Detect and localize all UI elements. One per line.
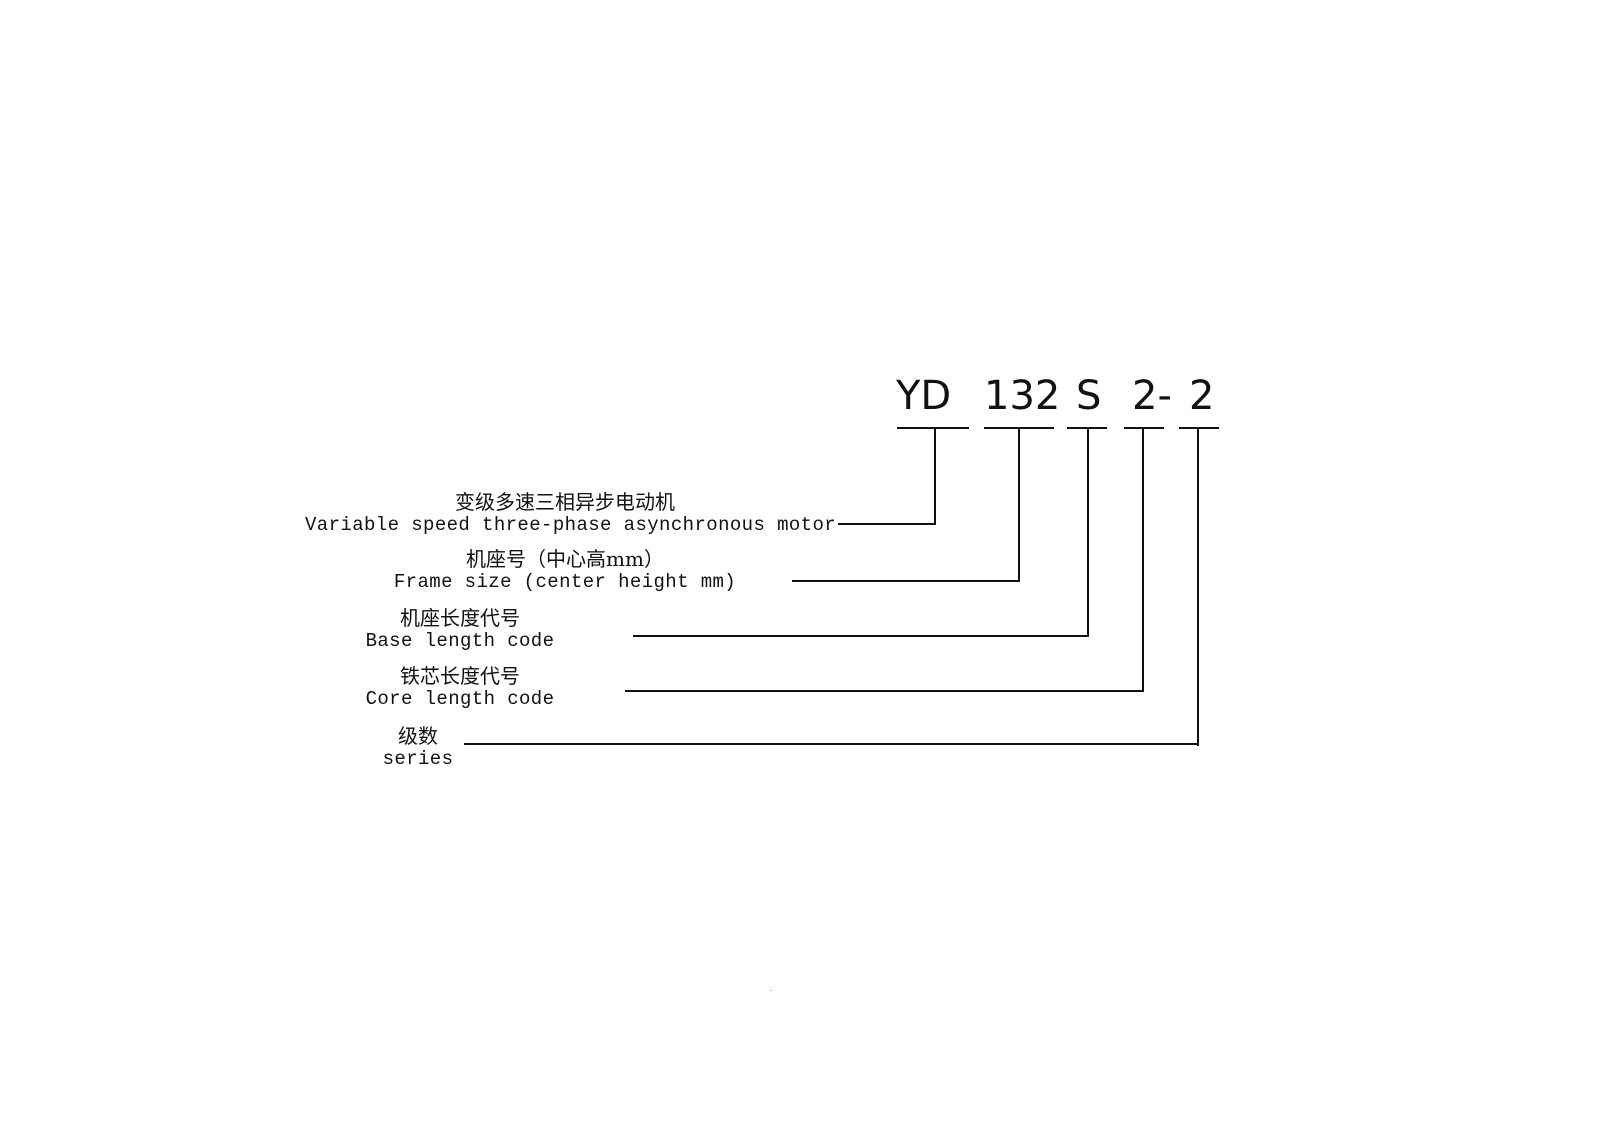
label-poles: 级数 series [378,724,458,770]
label-core-length-code: 铁芯长度代号 Core length code [362,664,558,710]
connector-poles-vertical [1197,428,1199,746]
underline-poles [1179,427,1219,429]
label-zh: 机座号（中心高mm） [466,547,664,571]
underline-yd [897,427,969,429]
label-frame-size: 机座号（中心高mm） Frame size (center height mm) [392,547,738,593]
scan-speck [770,990,772,991]
label-en: Base length code [365,630,555,652]
connector-s-vertical [1087,428,1089,637]
label-variable-speed-motor: 变级多速三相异步电动机 Variable speed three-phase a… [305,490,837,536]
label-base-length-code: 机座长度代号 Base length code [362,606,558,652]
label-en: Frame size (center height mm) [393,571,737,593]
label-zh: 变级多速三相异步电动机 [455,490,675,514]
code-part-yd: YD [896,373,952,419]
code-part-core: 2- [1132,373,1172,419]
connector-yd-vertical [934,428,936,524]
label-zh: 机座长度代号 [400,606,520,630]
connector-yd-horizontal [838,523,936,525]
label-zh: 级数 [398,724,438,748]
label-en: Core length code [365,688,555,710]
connector-poles-horizontal [464,743,1199,745]
connector-132-horizontal [792,580,1020,582]
code-part-132: 132 [984,373,1061,419]
connector-core-horizontal [625,690,1144,692]
connector-s-horizontal [633,635,1089,637]
label-zh: 铁芯长度代号 [400,664,520,688]
label-en: series [382,748,454,770]
label-en: Variable speed three-phase asynchronous … [305,514,837,536]
underline-core [1124,427,1164,429]
code-part-poles: 2 [1189,373,1215,419]
connector-core-vertical [1142,428,1144,692]
connector-132-vertical [1018,428,1020,581]
code-part-s: S [1076,373,1102,419]
